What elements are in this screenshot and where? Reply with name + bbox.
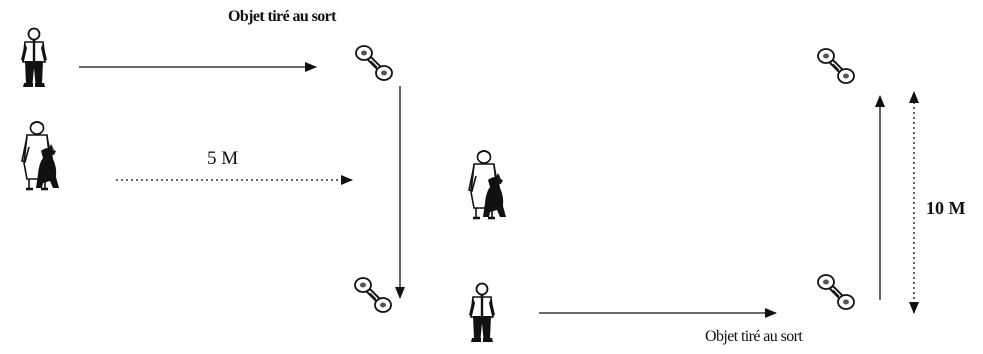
distance-label-5m: 5 M xyxy=(207,148,239,169)
handler-icon xyxy=(20,27,48,88)
dumbbell-object-icon xyxy=(818,275,854,309)
handler-with-dog-icon xyxy=(467,149,508,220)
dumbbell-object-icon xyxy=(356,46,392,80)
object-label-top: Objet tiré au sort xyxy=(228,8,336,25)
object-label-bottom: Objet tiré au sort xyxy=(705,328,803,345)
handler-with-dog-icon xyxy=(20,120,61,191)
dumbbell-object-icon xyxy=(818,49,854,83)
handler-icon xyxy=(468,282,496,343)
dumbbell-object-icon xyxy=(355,278,391,312)
distance-label-10m: 10 M xyxy=(926,198,966,218)
